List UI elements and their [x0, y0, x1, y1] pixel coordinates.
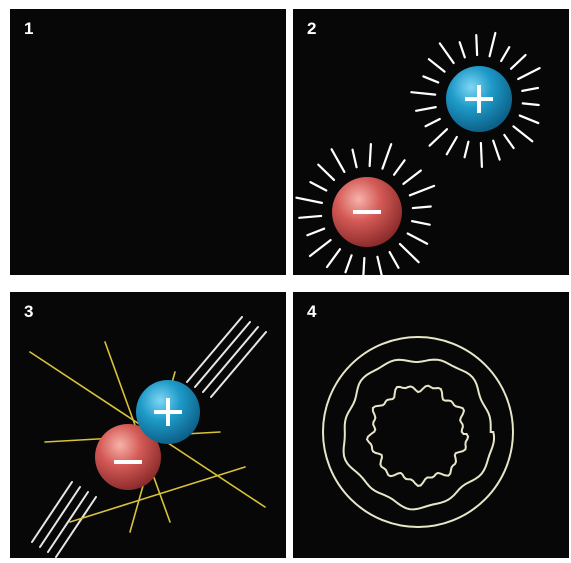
ray: [394, 160, 405, 175]
ray: [460, 42, 465, 57]
panel-2: 2: [293, 9, 569, 275]
ray: [390, 252, 399, 268]
panel-3-drawing: [10, 292, 286, 558]
ray: [307, 229, 324, 236]
ray: [332, 149, 345, 172]
positive-particle: [446, 66, 512, 132]
ray: [513, 126, 532, 141]
ray: [423, 76, 438, 82]
ray: [370, 144, 371, 166]
ray: [416, 107, 436, 111]
ray: [520, 116, 539, 124]
ray: [522, 88, 538, 91]
ray: [501, 47, 509, 61]
ray: [382, 144, 391, 168]
ray: [296, 198, 321, 203]
middle-ring: [344, 360, 494, 510]
ray: [504, 135, 513, 148]
ray: [447, 137, 457, 154]
ray: [412, 221, 430, 225]
negative-particle: [332, 177, 402, 247]
ray: [440, 43, 454, 63]
ray: [493, 141, 499, 160]
ray: [403, 170, 420, 183]
ray: [518, 68, 539, 79]
ray: [426, 119, 440, 126]
panel-2-drawing: [293, 9, 569, 275]
ray: [430, 129, 447, 145]
panel-number-1: 1: [24, 19, 33, 39]
ray: [310, 240, 331, 256]
ray: [411, 92, 435, 94]
inner-ring: [367, 386, 468, 486]
ray: [490, 33, 496, 56]
ray: [299, 216, 321, 218]
ray: [353, 150, 357, 168]
ray: [523, 103, 539, 105]
panel-1: 1: [10, 9, 286, 275]
ray: [363, 258, 364, 275]
ray: [465, 142, 469, 158]
ray: [413, 207, 431, 209]
panel-4: 4: [293, 292, 569, 558]
ray: [345, 255, 351, 272]
ray: [318, 165, 334, 180]
positive-particle: [136, 380, 200, 444]
ray: [310, 182, 326, 190]
ray: [377, 257, 382, 275]
panel-4-drawing: [293, 292, 569, 558]
ray: [400, 244, 419, 262]
ray: [410, 186, 434, 195]
outer-ring: [323, 337, 513, 527]
ray: [327, 249, 340, 267]
panel-3: 3: [10, 292, 286, 558]
ray: [429, 59, 445, 71]
ray: [511, 55, 526, 69]
ray: [476, 35, 477, 55]
ray: [408, 233, 427, 243]
ray: [481, 143, 482, 167]
